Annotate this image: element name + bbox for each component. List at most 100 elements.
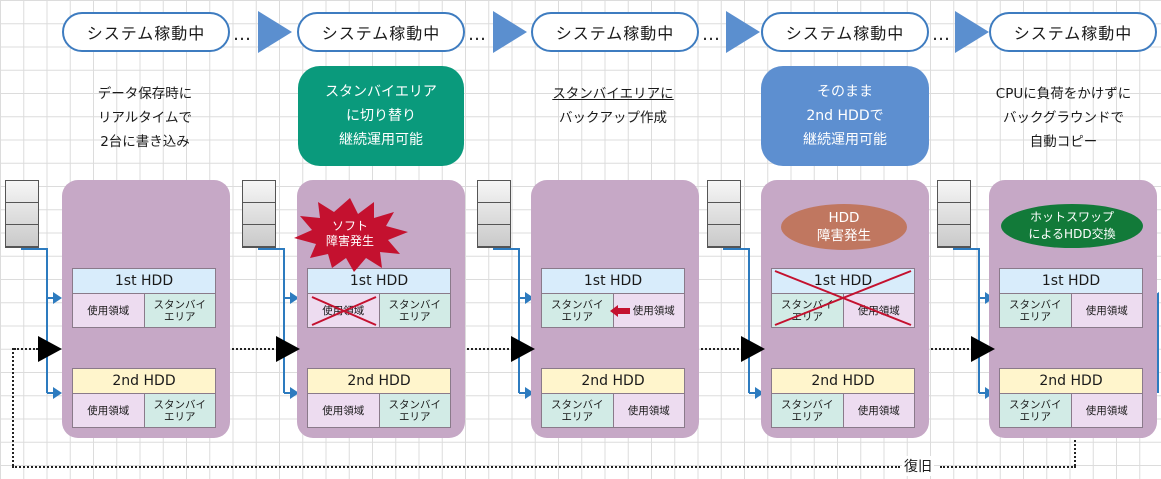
stage-arrow-2: [493, 11, 527, 53]
return-loop-bottom: [940, 466, 1076, 468]
burst-icon: [294, 198, 408, 272]
server-icon: [242, 180, 276, 248]
stage-arrow-3: [726, 11, 760, 53]
hdd-label: 2nd HDD: [307, 368, 451, 394]
arrow-left-icon: [609, 305, 630, 317]
standby-area: スタンバイ エリア: [771, 394, 844, 428]
ellipsis-3: …: [702, 24, 721, 45]
flow-line: [467, 348, 509, 350]
connector: [723, 248, 749, 250]
connector: [283, 248, 285, 393]
use-area: 使用領域: [1071, 294, 1143, 328]
use-area: 使用領域: [72, 394, 145, 428]
stage-3-description: スタンバイエリアにバックアップ作成: [552, 86, 674, 126]
server-icon: [5, 180, 39, 248]
stage-2-bubble: スタンバイエリアに切り替り継続運用可能: [298, 66, 464, 166]
status-pill-1: システム稼動中: [62, 12, 230, 52]
flow-arrow: [511, 336, 535, 362]
connector-arrow: [519, 292, 534, 304]
connector: [978, 248, 980, 393]
hdd-2nd: 2nd HDD スタンバイ エリア使用領域: [771, 368, 915, 428]
ellipsis-4: …: [932, 24, 951, 45]
standby-area: スタンバイ エリア: [379, 294, 451, 328]
hdd-1st: 1st HDD 使用領域スタンバイ エリア: [72, 268, 216, 328]
connector-arrow: [749, 387, 764, 399]
flow-line: [232, 348, 274, 350]
hdd-2nd: 2nd HDD スタンバイ エリア使用領域: [999, 368, 1143, 428]
hdd-label: 1st HDD: [771, 268, 915, 294]
cross-mark-icon: [311, 296, 377, 326]
hdd-2nd: 2nd HDD 使用領域スタンバイ エリア: [307, 368, 451, 428]
ellipsis-2: …: [468, 24, 487, 45]
hdd-2nd: 2nd HDD スタンバイ エリア使用領域: [541, 368, 685, 428]
flow-line: [14, 348, 38, 350]
hdd-label: 2nd HDD: [999, 368, 1143, 394]
flow-arrow: [741, 336, 765, 362]
standby-area: スタンバイ エリア: [541, 294, 614, 328]
status-pill-3: システム稼動中: [531, 12, 699, 52]
hdd-label: 1st HDD: [72, 268, 216, 294]
use-area: 使用領域: [307, 394, 380, 428]
status-pill-5: システム稼動中: [989, 12, 1157, 52]
return-loop-bottom: [12, 466, 900, 468]
connector: [493, 248, 519, 250]
server-icon: [707, 180, 741, 248]
standby-area: スタンバイ エリア: [999, 294, 1072, 328]
raid-box-5: 1st HDD スタンバイ エリア使用領域 2nd HDD スタンバイ エリア使…: [989, 180, 1157, 438]
server-icon: [477, 180, 511, 248]
connector-arrow: [519, 387, 534, 399]
connector-arrow: [47, 387, 62, 399]
hdd-label: 1st HDD: [541, 268, 685, 294]
status-pill-4: システム稼動中: [761, 12, 929, 52]
connector: [953, 248, 979, 250]
connector: [518, 248, 520, 393]
use-area: 使用領域: [72, 294, 145, 328]
use-area: 使用領域: [609, 294, 685, 328]
connector-arrow: [284, 387, 299, 399]
connector: [21, 248, 47, 250]
ellipsis-1: …: [233, 24, 252, 45]
connector-arrow: [47, 292, 62, 304]
standby-area: スタンバイ エリア: [144, 394, 216, 428]
standby-area: スタンバイ エリア: [379, 394, 451, 428]
return-loop-right: [1074, 440, 1076, 466]
connector-arrow: [284, 292, 299, 304]
recover-label: 復旧: [902, 456, 934, 476]
flow-arrow: [971, 336, 995, 362]
cross-mark-icon: [774, 270, 912, 326]
raid-box-4: 1st HDD スタンバイ エリア使用領域 2nd HDD スタンバイ エリア使…: [761, 180, 929, 438]
connector: [258, 248, 284, 250]
flow-line: [701, 348, 739, 350]
hotswap-oval: ホットスワップによるHDD交換: [1001, 204, 1143, 248]
standby-area: スタンバイ エリア: [144, 294, 216, 328]
hdd-label: 1st HDD: [307, 268, 451, 294]
server-icon: [937, 180, 971, 248]
hdd-label: 1st HDD: [999, 268, 1143, 294]
stage-arrow-1: [258, 11, 292, 53]
raid-box-1: 1st HDD 使用領域スタンバイ エリア 2nd HDD 使用領域スタンバイ …: [62, 180, 230, 438]
use-area-failed: 使用領域: [307, 294, 380, 328]
hdd-2nd: 2nd HDD 使用領域スタンバイ エリア: [72, 368, 216, 428]
raid-box-3: 1st HDD スタンバイ エリア 使用領域 2nd HDD スタンバイ エリア…: [531, 180, 699, 438]
hdd-1st: 1st HDD スタンバイ エリア使用領域: [999, 268, 1143, 328]
hdd-label: 2nd HDD: [72, 368, 216, 394]
connector: [1157, 297, 1159, 393]
use-area: 使用領域: [1071, 394, 1143, 428]
use-area: 使用領域: [843, 394, 915, 428]
connector: [46, 248, 48, 393]
standby-area: スタンバイ エリア: [999, 394, 1072, 428]
flow-line: [931, 348, 969, 350]
hdd-1st-failed: 1st HDD スタンバイ エリア使用領域: [771, 268, 915, 328]
connector: [748, 248, 750, 393]
flow-arrow: [276, 336, 300, 362]
stage-arrow-4: [955, 11, 989, 53]
hdd-1st: 1st HDD 使用領域 スタンバイ エリア: [307, 268, 451, 328]
flow-arrow: [38, 336, 62, 362]
burst-label: ソフト障害発生: [325, 219, 374, 248]
hdd-label: 2nd HDD: [771, 368, 915, 394]
hdd-1st: 1st HDD スタンバイ エリア 使用領域: [541, 268, 685, 328]
return-loop-left: [12, 348, 14, 466]
status-pill-2: システム稼動中: [297, 12, 465, 52]
